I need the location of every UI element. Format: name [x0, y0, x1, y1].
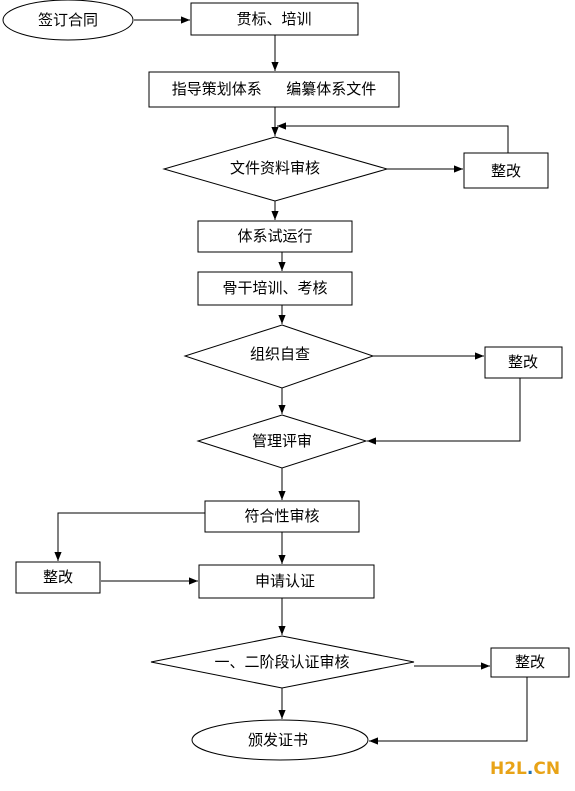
node-apply-certification: 申请认证 [198, 564, 375, 599]
process-box [190, 2, 359, 36]
management-review-label: 管理评审 [252, 432, 312, 450]
decision-diamond [196, 414, 368, 469]
edge-rectify2-to-mgmt [367, 378, 521, 445]
rectify-4-label: 整改 [515, 653, 545, 671]
edge-conformity-to-rectify3 [54, 512, 205, 561]
sign-contract-label: 签订合同 [38, 11, 98, 29]
process-box [204, 500, 360, 533]
conformity-review-label: 符合性审核 [244, 507, 319, 525]
process-box [197, 220, 353, 253]
document-review-label: 文件资料审核 [230, 159, 320, 177]
edge-rectify4-to-certificate [369, 677, 528, 745]
rectify-2-label: 整改 [508, 353, 538, 371]
decision-diamond [183, 324, 375, 389]
node-rectify-2: 整改 [484, 346, 563, 379]
decision-diamond [162, 136, 389, 202]
site-watermark: H2L.CN [490, 759, 560, 779]
terminator-shape [191, 719, 369, 761]
guide-planning-label: 指导策划体系 编纂体系文件 [172, 80, 377, 98]
node-rectify-3: 整改 [15, 561, 101, 594]
stage-audit-label: 一、二阶段认证审核 [214, 653, 349, 671]
process-box [463, 152, 549, 189]
issue-certificate-label: 颁发证书 [248, 731, 308, 749]
node-document-review: 文件资料审核 [162, 136, 389, 202]
node-stage-audit: 一、二阶段认证审核 [150, 635, 415, 689]
node-sign-contract: 签订合同 [2, 0, 134, 41]
node-conformity-review: 符合性审核 [204, 500, 360, 533]
self-inspection-label: 组织自查 [250, 345, 310, 363]
process-box [197, 271, 353, 306]
node-self-inspection: 组织自查 [183, 324, 375, 389]
node-issue-certificate: 颁发证书 [191, 719, 369, 761]
rectify-3-label: 整改 [43, 568, 73, 586]
watermark-suffix: CN [533, 759, 560, 779]
edge-rectify1-back [277, 122, 509, 153]
node-management-review: 管理评审 [196, 414, 368, 469]
watermark-prefix: H2L [490, 759, 527, 779]
process-box [484, 346, 563, 379]
node-trial-run: 体系试运行 [197, 220, 353, 253]
terminator-shape [2, 0, 134, 41]
node-core-training: 骨干培训、考核 [197, 271, 353, 306]
node-rectify-1: 整改 [463, 152, 549, 189]
watermark-dot: . [527, 759, 533, 779]
implement-training-label: 贯标、培训 [236, 10, 311, 28]
node-rectify-4: 整改 [490, 647, 570, 678]
process-box [490, 647, 570, 678]
process-box [148, 71, 400, 108]
process-box [15, 561, 101, 594]
connector-lines [54, 16, 528, 745]
decision-diamond [150, 635, 415, 689]
process-box [198, 564, 375, 599]
trial-run-label: 体系试运行 [237, 227, 312, 245]
node-guide-planning: 指导策划体系 编纂体系文件 [148, 71, 400, 108]
core-training-label: 骨干培训、考核 [222, 279, 327, 297]
apply-certification-label: 申请认证 [255, 572, 315, 590]
node-implement-training: 贯标、培训 [190, 2, 359, 36]
rectify-1-label: 整改 [491, 162, 521, 180]
